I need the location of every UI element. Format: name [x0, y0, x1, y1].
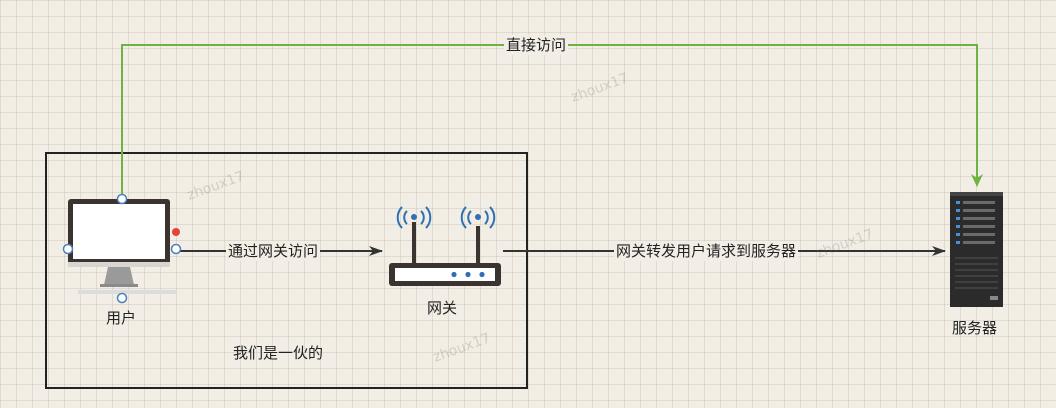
edge-label-via-gateway: 通过网关访问	[226, 241, 321, 261]
edge-label-direct: 直接访问	[504, 35, 569, 55]
node-label-server: 服务器	[952, 319, 998, 337]
edge-label-forward: 网关转发用户请求到服务器	[614, 241, 799, 261]
edge-direct	[121, 44, 978, 199]
monitor-icon	[68, 199, 180, 294]
router-icon	[389, 206, 501, 286]
server-rack-icon	[950, 192, 1003, 307]
node-label-user: 用户	[106, 309, 137, 327]
selection-handles[interactable]	[62, 193, 182, 304]
node-label-gateway: 网关	[427, 299, 458, 317]
group-box	[45, 152, 528, 389]
group-label: 我们是一伙的	[233, 344, 324, 362]
